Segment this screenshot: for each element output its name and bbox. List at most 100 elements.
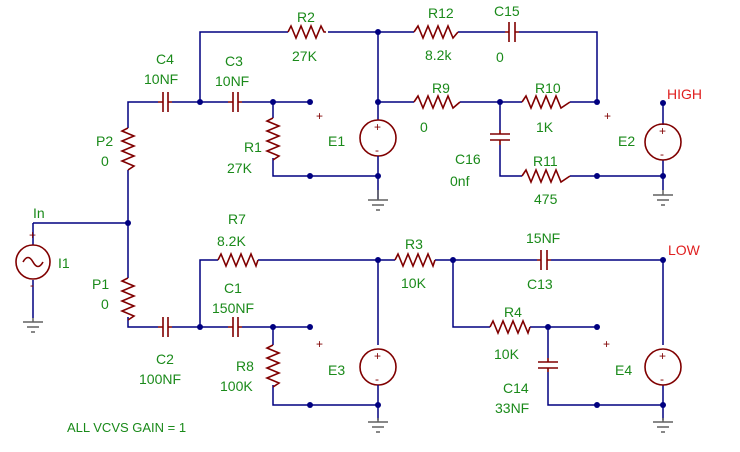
vcvs-e2 bbox=[644, 123, 682, 161]
resistor-r9 bbox=[413, 93, 461, 111]
label-i1: I1 bbox=[58, 255, 70, 271]
plus-sign: + bbox=[29, 228, 36, 242]
vcvs-e4 bbox=[644, 348, 682, 386]
value-r10: 1K bbox=[536, 119, 554, 135]
capacitor-c13 bbox=[537, 250, 551, 270]
resistors bbox=[119, 23, 571, 388]
wires bbox=[32, 31, 664, 420]
wire-c13-e4 bbox=[551, 259, 664, 345]
value-p1: 0 bbox=[101, 296, 109, 312]
resistor-r4 bbox=[489, 318, 531, 336]
junction-dot bbox=[197, 324, 203, 330]
potentiometer-p1 bbox=[119, 277, 137, 321]
value-c3: 10NF bbox=[215, 73, 249, 89]
label-in: In bbox=[33, 205, 45, 221]
wire-to-r4 bbox=[452, 260, 490, 328]
value-c4: 10NF bbox=[144, 71, 178, 87]
ground-icon bbox=[653, 190, 673, 206]
resistor-r11 bbox=[521, 167, 571, 185]
junction-dot bbox=[660, 173, 666, 179]
plus-sign: + bbox=[659, 124, 666, 138]
plus-sign: + bbox=[316, 337, 323, 351]
label-c4: C4 bbox=[156, 51, 174, 67]
wire-r1-bottom bbox=[272, 158, 379, 200]
capacitor-c2 bbox=[158, 317, 172, 337]
wire-r8-bottom bbox=[272, 385, 379, 420]
resistor-r3 bbox=[394, 251, 436, 269]
minus-sign: - bbox=[30, 278, 34, 292]
value-r3: 10K bbox=[401, 275, 427, 291]
value-r12: 8.2k bbox=[425, 47, 452, 63]
value-c14: 33NF bbox=[495, 400, 529, 416]
junction-dot bbox=[125, 220, 131, 226]
plus-sign: + bbox=[374, 120, 381, 134]
vcvs-sources bbox=[359, 119, 682, 405]
plus-sign: + bbox=[659, 349, 666, 363]
label-r9: R9 bbox=[432, 80, 450, 96]
ground-icon bbox=[653, 418, 673, 433]
junction-dot bbox=[545, 324, 551, 330]
label-c13: C13 bbox=[527, 276, 553, 292]
minus-sign: - bbox=[375, 143, 379, 157]
wire-p1-c2 bbox=[127, 317, 158, 328]
grounds bbox=[23, 190, 673, 433]
wire-to-r7 bbox=[199, 259, 218, 327]
label-p2: P2 bbox=[96, 133, 113, 149]
label-low-output: LOW bbox=[668, 242, 701, 258]
junction-dot bbox=[594, 402, 600, 408]
value-p2: 0 bbox=[101, 153, 109, 169]
value-c15: 0 bbox=[496, 49, 504, 65]
value-r11: 475 bbox=[534, 191, 558, 207]
ac-source-circle bbox=[15, 244, 51, 280]
label-c15: C15 bbox=[494, 3, 520, 19]
polarity-signs: + - + + - + + - + + - + + - bbox=[29, 109, 666, 386]
junction-dot bbox=[497, 99, 503, 105]
junction-dot bbox=[307, 173, 313, 179]
value-r4: 10K bbox=[494, 346, 520, 362]
resistor-r2 bbox=[287, 23, 326, 41]
minus-sign: - bbox=[660, 372, 664, 386]
label-c1: C1 bbox=[224, 280, 242, 296]
junction-dot bbox=[660, 402, 666, 408]
label-c16: C16 bbox=[455, 151, 481, 167]
label-r1: R1 bbox=[244, 139, 262, 155]
junction-dot bbox=[307, 402, 313, 408]
capacitor-c16 bbox=[490, 130, 510, 145]
label-r8: R8 bbox=[236, 358, 254, 374]
value-r7: 8.2K bbox=[217, 233, 246, 249]
junction-dot bbox=[307, 324, 313, 330]
wire-c16-bottom bbox=[499, 145, 522, 177]
junction-dot bbox=[594, 324, 600, 330]
label-r4: R4 bbox=[504, 304, 522, 320]
junction-dot bbox=[594, 173, 600, 179]
wire-p2-c4 bbox=[127, 101, 158, 128]
label-r12: R12 bbox=[428, 5, 454, 21]
ac-source-i1 bbox=[15, 244, 51, 280]
plus-sign: + bbox=[316, 109, 323, 123]
label-c3: C3 bbox=[225, 53, 243, 69]
value-r9: 0 bbox=[420, 119, 428, 135]
label-r7: R7 bbox=[228, 211, 246, 227]
wire-c14-bottom bbox=[547, 372, 663, 406]
junction-dot bbox=[270, 324, 276, 330]
plus-sign: + bbox=[604, 109, 611, 123]
junctions bbox=[125, 29, 666, 408]
plus-sign: + bbox=[603, 337, 610, 351]
resistor-r12 bbox=[413, 23, 459, 41]
label-r2: R2 bbox=[297, 9, 315, 25]
capacitor-c15 bbox=[505, 22, 519, 42]
component-labels: R2 27K R12 8.2k C15 0 C4 10NF C3 10NF R9… bbox=[33, 3, 702, 435]
junction-dot bbox=[660, 100, 666, 106]
wire-c15-e2 bbox=[519, 31, 598, 103]
junction-dot bbox=[307, 99, 313, 105]
junction-dot bbox=[270, 99, 276, 105]
capacitor-c4 bbox=[158, 92, 172, 112]
capacitor-c14 bbox=[538, 358, 558, 372]
junction-dot bbox=[450, 257, 456, 263]
potentiometer-p2 bbox=[119, 127, 137, 171]
junction-dot bbox=[660, 257, 666, 263]
resistor-r1 bbox=[264, 117, 282, 161]
value-r2: 27K bbox=[292, 48, 318, 64]
junction-dot bbox=[375, 29, 381, 35]
